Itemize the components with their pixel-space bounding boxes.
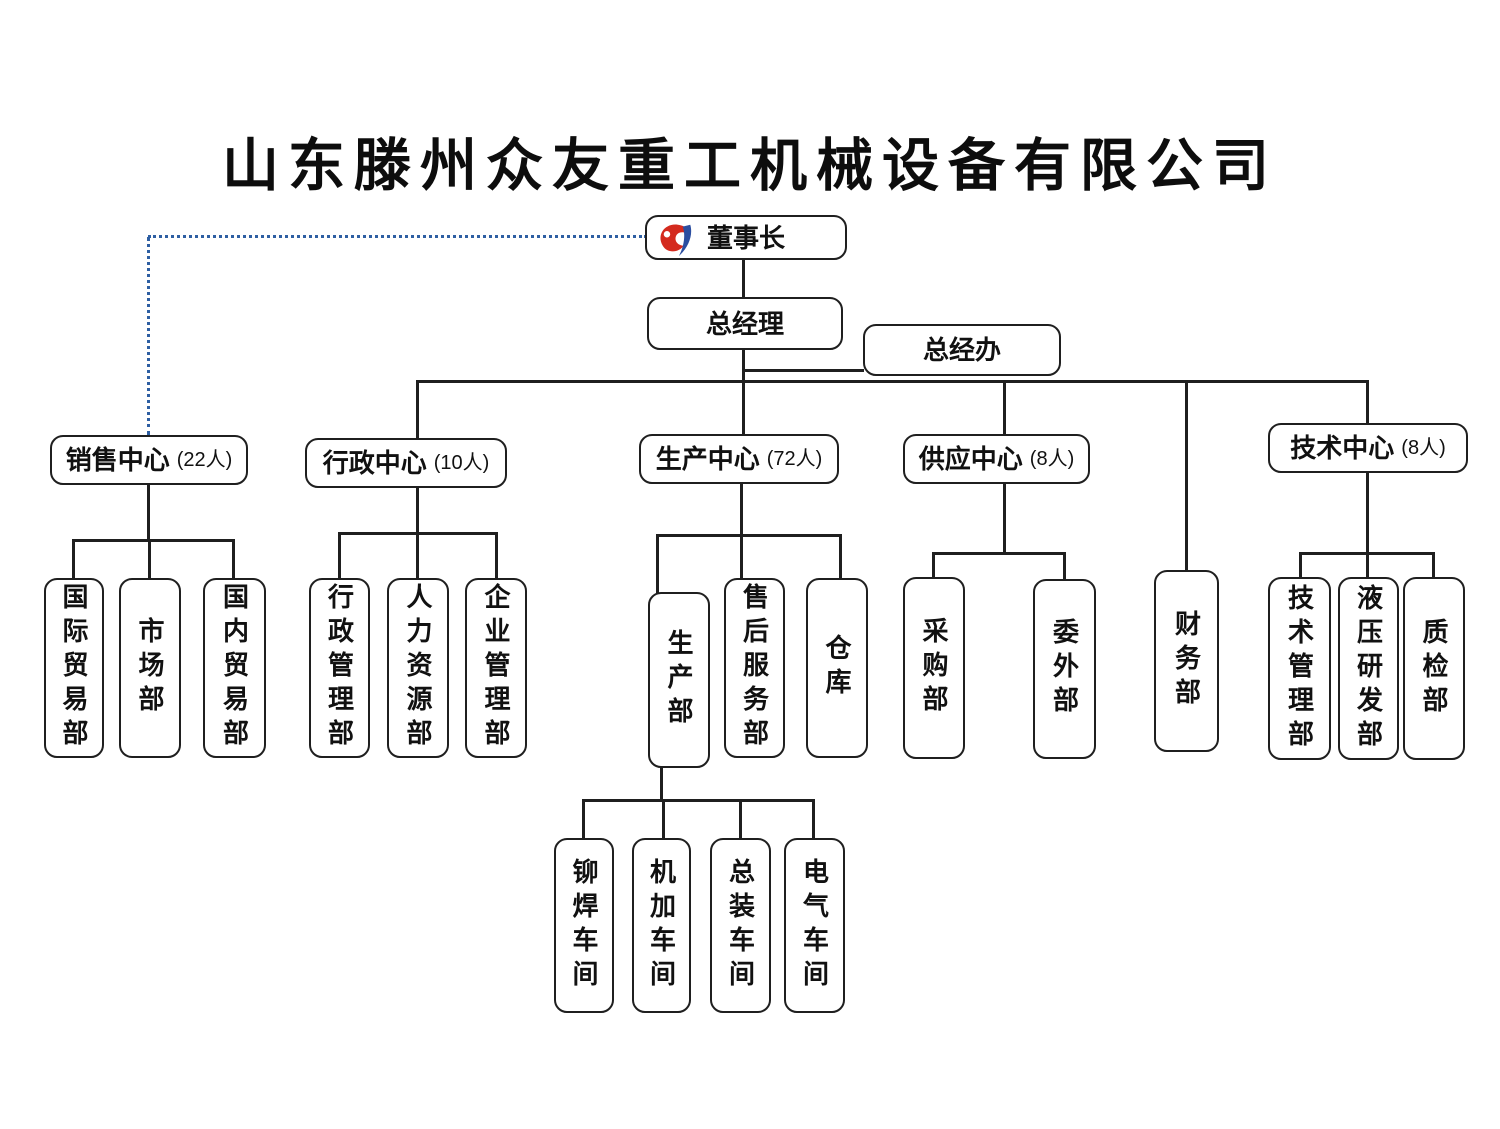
node-outsourcing-dept: 委外部	[1033, 579, 1096, 759]
node-tech-center-count: (8人)	[1401, 437, 1446, 459]
node-production-center-count: (72人)	[766, 448, 823, 470]
connector-line	[1366, 552, 1369, 578]
connector-line	[660, 766, 663, 802]
node-admin-center-count: (10人)	[433, 452, 490, 474]
node-riveting-workshop-label: 铆焊车间	[569, 857, 599, 994]
node-admin-center-label: 行政中心	[322, 448, 427, 478]
connector-line	[147, 484, 150, 541]
node-warehouse-label: 仓库	[822, 634, 852, 702]
node-production-dept: 生产部	[648, 592, 710, 768]
connector-line	[1432, 552, 1435, 578]
node-domestic-trade-dept-label: 国内贸易部	[219, 583, 250, 753]
node-sales-center-count: (22人)	[176, 449, 233, 471]
company-logo-icon	[660, 224, 692, 257]
connector-line	[416, 487, 419, 534]
node-riveting-workshop: 铆焊车间	[554, 838, 614, 1013]
node-finance-dept-label: 财务部	[1171, 610, 1202, 712]
connector-line-main-rail	[416, 380, 1368, 383]
node-intl-trade-dept: 国际贸易部	[44, 578, 104, 758]
connector-line	[416, 532, 419, 579]
node-general-manager: 总经理	[647, 297, 843, 350]
node-supply-center: 供应中心 (8人)	[903, 434, 1090, 484]
node-assembly-workshop: 总装车间	[710, 838, 771, 1013]
node-admin-mgmt-dept-label: 行政管理部	[324, 583, 355, 753]
node-hydraulic-rd-dept-label: 液压研发部	[1353, 583, 1384, 754]
node-outsourcing-dept-label: 委外部	[1049, 618, 1080, 720]
connector-line	[1185, 380, 1188, 571]
connector-line	[839, 534, 842, 579]
node-production-center: 生产中心 (72人)	[639, 434, 839, 484]
node-admin-center: 行政中心 (10人)	[305, 438, 507, 488]
connector-line	[582, 799, 585, 839]
node-hr-dept: 人力资源部	[387, 578, 449, 758]
node-quality-dept-label: 质检部	[1419, 617, 1449, 720]
node-hydraulic-rd-dept: 液压研发部	[1338, 577, 1399, 760]
connector-line	[662, 799, 665, 839]
node-purchasing-dept-label: 采购部	[919, 617, 949, 719]
node-production-dept-label: 生产部	[664, 629, 694, 731]
node-electrical-workshop-label: 电气车间	[799, 857, 830, 994]
connector-line	[148, 539, 151, 579]
connector-line	[739, 799, 742, 839]
connector-line	[932, 552, 1065, 555]
node-chairman-label: 董事长	[706, 222, 785, 253]
node-market-dept: 市场部	[119, 578, 181, 758]
node-quality-dept: 质检部	[1403, 577, 1465, 760]
connector-line	[1063, 552, 1066, 580]
connector-line	[495, 532, 498, 579]
connector-line	[232, 539, 235, 579]
node-finance-dept: 财务部	[1154, 570, 1219, 752]
node-tech-mgmt-dept-label: 技术管理部	[1284, 583, 1315, 754]
connector-line	[932, 552, 935, 578]
node-enterprise-mgmt-dept-label: 企业管理部	[481, 583, 511, 753]
node-supply-center-label: 供应中心	[918, 444, 1023, 474]
connector-line	[656, 534, 659, 593]
node-tech-center-label: 技术中心	[1290, 433, 1395, 463]
connector-line	[743, 369, 864, 372]
node-tech-center: 技术中心 (8人)	[1268, 423, 1468, 473]
node-general-manager-office: 总经办	[863, 324, 1061, 376]
node-supply-center-count: (8人)	[1029, 448, 1075, 470]
connector-line	[72, 539, 234, 542]
node-chairman: 董事长	[645, 215, 847, 260]
node-general-manager-label: 总经理	[705, 308, 784, 339]
node-tech-mgmt-dept: 技术管理部	[1268, 577, 1331, 760]
node-sales-center-label: 销售中心	[65, 445, 170, 475]
connector-line	[1003, 483, 1006, 554]
connector-line	[1003, 380, 1006, 435]
connector-line	[656, 534, 841, 537]
dotted-reporting-line	[147, 237, 150, 435]
node-admin-mgmt-dept: 行政管理部	[309, 578, 370, 758]
connector-line	[582, 799, 815, 802]
node-purchasing-dept: 采购部	[903, 577, 965, 759]
node-hr-dept-label: 人力资源部	[403, 583, 433, 753]
connector-line	[1299, 552, 1302, 578]
node-enterprise-mgmt-dept: 企业管理部	[465, 578, 527, 758]
node-general-manager-office-label: 总经办	[922, 335, 1001, 365]
node-production-center-label: 生产中心	[655, 444, 760, 474]
dotted-reporting-line	[148, 235, 647, 238]
connector-line	[740, 534, 743, 579]
connector-line	[338, 532, 341, 579]
node-machining-workshop-label: 机加车间	[646, 857, 677, 994]
node-after-sales-dept-label: 售后服务部	[739, 583, 770, 753]
node-assembly-workshop-label: 总装车间	[725, 857, 756, 994]
page-title: 山东滕州众友重工机械设备有限公司	[222, 135, 1278, 198]
node-sales-center: 销售中心 (22人)	[50, 435, 248, 485]
connector-line	[742, 349, 745, 435]
connector-line	[742, 258, 745, 299]
connector-line	[416, 380, 419, 439]
connector-line	[72, 539, 75, 579]
node-domestic-trade-dept: 国内贸易部	[203, 578, 266, 758]
node-electrical-workshop: 电气车间	[784, 838, 845, 1013]
connector-line	[812, 799, 815, 839]
connector-line	[1366, 380, 1369, 424]
node-machining-workshop: 机加车间	[632, 838, 691, 1013]
connector-line	[740, 483, 743, 536]
node-intl-trade-dept-label: 国际贸易部	[59, 583, 89, 753]
node-after-sales-dept: 售后服务部	[724, 578, 785, 758]
node-market-dept-label: 市场部	[135, 617, 165, 719]
node-warehouse: 仓库	[806, 578, 868, 758]
connector-line	[1366, 472, 1369, 554]
